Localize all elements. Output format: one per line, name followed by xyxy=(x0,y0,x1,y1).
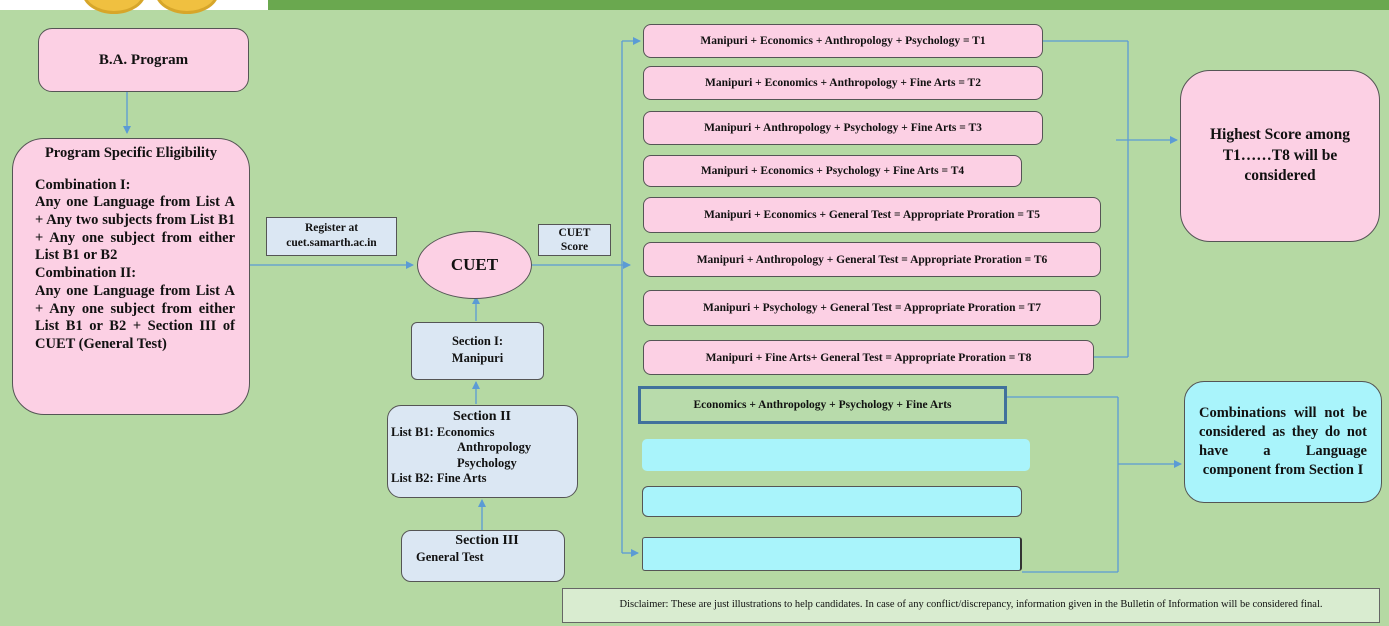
section1-title: Section I: xyxy=(451,334,504,348)
not-considered-box: Combinations will not be considered as t… xyxy=(1184,381,1382,503)
program-box: B.A. Program xyxy=(38,28,249,92)
section3-box: Section III General Test xyxy=(401,530,565,582)
highest-score-text: Highest Score among T1……T8 will be consi… xyxy=(1209,125,1351,185)
list-b2-label: List B2: Fine Arts xyxy=(391,470,487,485)
not-considered-text: Combinations will not be considered as t… xyxy=(1199,405,1367,478)
highest-score-box: Highest Score among T1……T8 will be consi… xyxy=(1180,70,1380,242)
combination-box: Manipuri + Economics + Psychology + Fine… xyxy=(643,155,1022,187)
cuet-score-line1: CUET xyxy=(558,227,591,239)
combination-box: Manipuri + Economics + Anthropology + Ps… xyxy=(643,24,1043,58)
section3-title: Section III xyxy=(455,533,519,548)
eligibility-box: Program Specific Eligibility Combination… xyxy=(12,138,250,415)
cuet-node: CUET xyxy=(417,231,532,299)
top-bar xyxy=(0,0,1389,10)
empty-combination-box xyxy=(642,486,1022,517)
register-box: Register at cuet.samarth.ac.in xyxy=(266,217,397,256)
combination2-title: Combination II: xyxy=(35,265,137,282)
combination-box: Manipuri + Anthropology + Psychology + F… xyxy=(643,111,1043,145)
combination1-text: Any one Language from List A + Any two s… xyxy=(35,194,235,264)
empty-combination-box xyxy=(642,537,1022,571)
program-title: B.A. Program xyxy=(98,51,189,68)
list-b1-item: Anthropology xyxy=(457,440,532,455)
combination-box: Manipuri + Economics + Anthropology + Fi… xyxy=(643,66,1043,100)
section1-box: Section I: Manipuri xyxy=(411,322,544,380)
list-b1-item: Psychology xyxy=(457,455,517,470)
eligibility-heading: Program Specific Eligibility xyxy=(44,145,218,161)
combination-box: Manipuri + Psychology + General Test = A… xyxy=(643,290,1101,326)
combination2-text: Any one Language from List A + Any one s… xyxy=(35,282,235,352)
logo-strip xyxy=(0,0,268,14)
empty-combination-box xyxy=(642,439,1030,471)
combination-box: Manipuri + Economics + General Test = Ap… xyxy=(643,197,1101,233)
excluded-combination-box: Economics + Anthropology + Psychology + … xyxy=(638,386,1007,424)
combination1-title: Combination I: xyxy=(35,176,131,193)
cuet-label: CUET xyxy=(450,255,499,274)
disclaimer-box: Disclaimer: These are just illustrations… xyxy=(562,588,1380,623)
section2-title: Section II xyxy=(453,409,511,424)
section1-subject: Manipuri xyxy=(451,350,504,365)
section3-subject: General Test xyxy=(416,549,484,564)
section2-box: Section II List B1: Economics Anthropolo… xyxy=(387,405,578,498)
cuet-score-line2: Score xyxy=(560,240,589,253)
list-b1-label: List B1: Economics xyxy=(391,425,495,440)
register-url: cuet.samarth.ac.in xyxy=(286,236,377,249)
combination-box: Manipuri + Anthropology + General Test =… xyxy=(643,242,1101,277)
cuet-score-box: CUET Score xyxy=(538,224,611,256)
register-line1: Register at xyxy=(304,222,359,234)
disclaimer-text: Disclaimer: These are just illustrations… xyxy=(619,599,1323,611)
combination-box: Manipuri + Fine Arts+ General Test = App… xyxy=(643,340,1094,375)
